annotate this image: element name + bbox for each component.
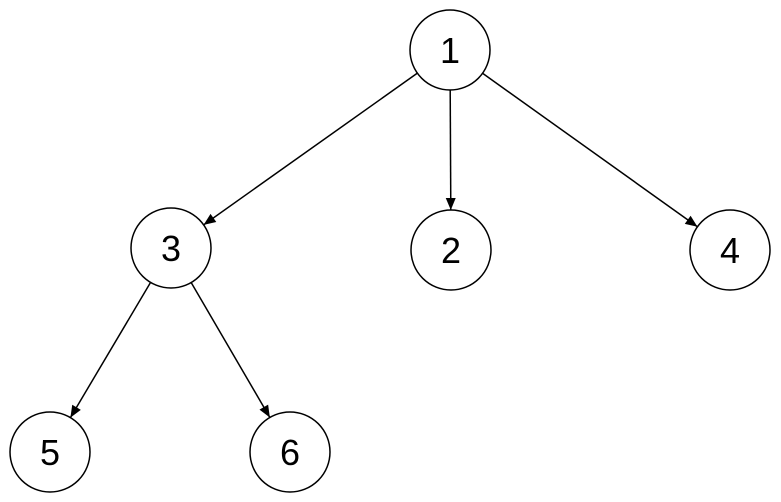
tree-node-1: 1: [409, 9, 491, 91]
edge-1-4: [482, 72, 698, 228]
edge-1-3: [203, 72, 418, 226]
edge-3-6: [190, 282, 271, 418]
node-label: 1: [440, 30, 460, 71]
node-circle: [689, 209, 771, 291]
edge-1-2: [445, 89, 456, 211]
node-circle: [249, 411, 331, 493]
tree-node-3: 3: [130, 207, 212, 289]
node-circle: [410, 209, 492, 291]
tree-node-4: 4: [689, 209, 771, 291]
node-label: 3: [161, 228, 181, 269]
node-circle: [9, 411, 91, 493]
tree-node-2: 2: [410, 209, 492, 291]
node-label: 5: [40, 432, 60, 473]
node-circle: [409, 9, 491, 91]
node-label: 4: [720, 230, 740, 271]
node-circle: [130, 207, 212, 289]
node-label: 6: [280, 432, 300, 473]
tree-node-5: 5: [9, 411, 91, 493]
node-label: 2: [441, 230, 461, 271]
edge-3-5: [69, 282, 152, 418]
tree-node-6: 6: [249, 411, 331, 493]
